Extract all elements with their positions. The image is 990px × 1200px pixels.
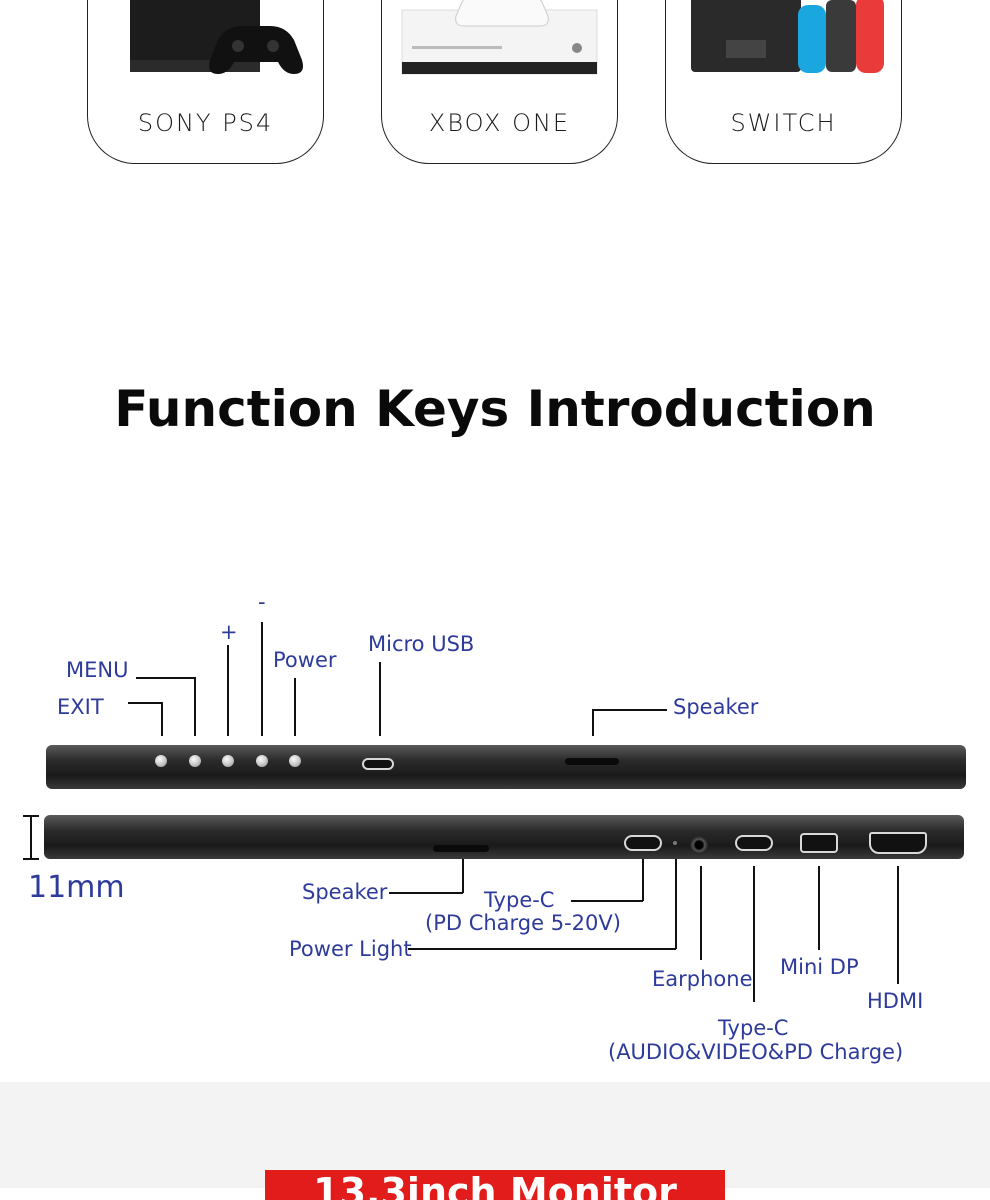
leader-menu-v bbox=[194, 677, 196, 736]
leader-minus bbox=[261, 622, 263, 736]
console-label-xbox: XBOX ONE bbox=[428, 109, 571, 137]
leader-menu bbox=[136, 677, 195, 679]
leader-earphone bbox=[700, 866, 702, 960]
leader-speaker-bottom-v bbox=[462, 859, 464, 893]
leader-exit-v bbox=[161, 702, 163, 736]
leader-speaker-bottom bbox=[389, 892, 463, 894]
leader-hdmi bbox=[897, 866, 899, 984]
menu-button bbox=[189, 755, 201, 767]
label-hdmi: HDMI bbox=[867, 989, 924, 1013]
label-mini-dp: Mini DP bbox=[780, 955, 859, 979]
console-label-switch: SWITCH bbox=[730, 109, 837, 137]
leader-power-light bbox=[408, 948, 676, 950]
console-card-ps4: SONY PS4 bbox=[87, 0, 324, 164]
thickness-cap-bottom bbox=[23, 858, 39, 860]
section-title: Function Keys Introduction bbox=[114, 380, 876, 438]
monitor-top-edge bbox=[46, 745, 966, 789]
type-c-av-port bbox=[735, 835, 773, 851]
speaker-grille-top bbox=[565, 758, 619, 765]
type-c-pd-port bbox=[624, 835, 662, 851]
leader-power bbox=[294, 678, 296, 736]
power-button bbox=[289, 755, 301, 767]
leader-type-c-av bbox=[753, 866, 755, 1002]
label-type-c-pd: Type-C bbox=[484, 888, 555, 912]
power-light-indicator bbox=[673, 841, 677, 845]
label-speaker-bottom: Speaker bbox=[302, 880, 388, 904]
thickness-bar bbox=[30, 816, 32, 859]
plus-button bbox=[222, 755, 234, 767]
leader-mini-dp bbox=[818, 866, 820, 950]
thickness-cap-top bbox=[23, 815, 39, 817]
ps4-console-icon bbox=[130, 0, 303, 74]
label-exit: EXIT bbox=[57, 695, 104, 719]
micro-usb-port bbox=[362, 758, 394, 770]
console-card-switch: SWITCH bbox=[665, 0, 902, 164]
leader-speaker-top-v bbox=[592, 709, 594, 736]
label-earphone: Earphone bbox=[652, 967, 753, 991]
next-section-banner-text: 13.3inch Monitor Size bbox=[313, 1170, 677, 1200]
console-card-xbox: XBOX ONE bbox=[381, 0, 618, 164]
label-type-c-av: Type-C bbox=[718, 1016, 789, 1040]
minus-button bbox=[256, 755, 268, 767]
label-micro-usb: Micro USB bbox=[368, 632, 475, 656]
leader-micro-usb bbox=[379, 662, 381, 736]
leader-plus bbox=[227, 645, 229, 736]
label-plus: + bbox=[220, 620, 238, 644]
hdmi-port bbox=[869, 832, 927, 854]
label-speaker-top: Speaker bbox=[673, 695, 759, 719]
label-menu: MENU bbox=[66, 658, 129, 682]
leader-speaker-top bbox=[592, 709, 667, 711]
next-section-banner: 13.3inch Monitor Size bbox=[265, 1170, 725, 1200]
label-type-c-av-sub: (AUDIO&VIDEO&PD Charge) bbox=[608, 1040, 904, 1064]
exit-button bbox=[155, 755, 167, 767]
label-type-c-pd-sub: (PD Charge 5-20V) bbox=[425, 911, 621, 935]
console-label-ps4: SONY PS4 bbox=[137, 109, 274, 137]
label-power: Power bbox=[273, 648, 337, 672]
label-minus: - bbox=[258, 590, 266, 614]
label-power-light: Power Light bbox=[289, 937, 412, 961]
speaker-grille-bottom bbox=[433, 845, 489, 852]
earphone-jack bbox=[690, 836, 708, 854]
leader-power-light-v bbox=[675, 859, 677, 949]
switch-console-icon bbox=[691, 0, 884, 73]
leader-exit bbox=[128, 702, 162, 704]
xbox-one-console-icon bbox=[401, 0, 598, 75]
leader-type-c-pd-v bbox=[642, 859, 644, 901]
mini-dp-port bbox=[800, 833, 838, 853]
thickness-label: 11mm bbox=[28, 870, 125, 905]
leader-type-c-pd bbox=[571, 900, 643, 902]
